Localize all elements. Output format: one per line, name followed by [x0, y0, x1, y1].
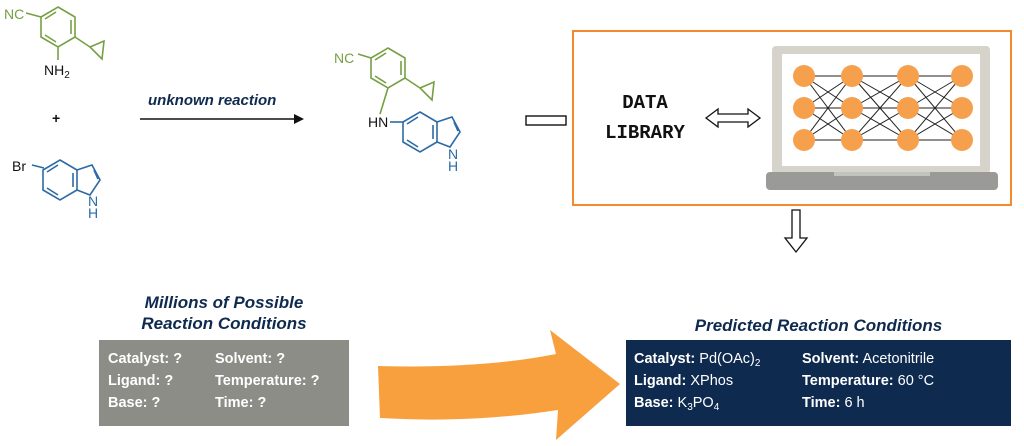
predicted-time: Time: 6 h [802, 395, 865, 411]
laptop-neural-network-icon [766, 46, 998, 190]
hollow-arrow-to-library [525, 115, 567, 126]
product-nitrile-label: NC [334, 50, 355, 66]
possible-catalyst: Catalyst: ? [108, 351, 183, 367]
predicted-temperature: Temperature: 60 °C [802, 373, 935, 389]
predicted-conditions-heading: Predicted Reaction Conditions [694, 316, 943, 335]
product-amine-link-label: HN [368, 114, 389, 130]
possible-conditions-heading: Millions of Possible Reaction Conditions [141, 293, 307, 333]
possible-conditions-box: Catalyst: ? Ligand: ? Base: ? Solvent: ?… [99, 340, 349, 426]
predicted-conditions-box: Catalyst: Pd(OAc)2 Ligand: XPhos Base: K… [626, 340, 1011, 426]
reactant-b-structure [31, 159, 101, 201]
reaction-arrow [140, 114, 304, 124]
possible-time: Time: ? [215, 395, 267, 411]
data-library-frame [572, 30, 1012, 206]
reactant-b-bromo-label: Br [12, 158, 26, 174]
predicted-catalyst: Catalyst: Pd(OAc)2 [634, 351, 761, 369]
reactant-a-structure [25, 6, 105, 61]
reactant-a-nitrile-label: NC [4, 6, 25, 22]
predicted-solvent: Solvent: Acetonitrile [802, 351, 935, 367]
possible-base: Base: ? [108, 395, 161, 411]
reaction-arrow-label: unknown reaction [148, 92, 277, 109]
product-structure [357, 47, 461, 153]
reactant-a-amine-label: NH2 [44, 62, 70, 81]
plus-sign: + [52, 110, 61, 126]
data-library-label: DATA LIBRARY [605, 92, 685, 144]
possible-ligand: Ligand: ? [108, 373, 174, 389]
predicted-ligand: Ligand: XPhos [634, 373, 734, 389]
possible-solvent: Solvent: ? [215, 351, 286, 367]
predicted-base: Base: K3PO4 [634, 395, 720, 413]
bidirectional-arrow [704, 107, 762, 129]
big-orange-arrow [378, 330, 620, 440]
possible-temperature: Temperature: ? [215, 373, 320, 389]
hollow-down-arrow [783, 209, 809, 254]
